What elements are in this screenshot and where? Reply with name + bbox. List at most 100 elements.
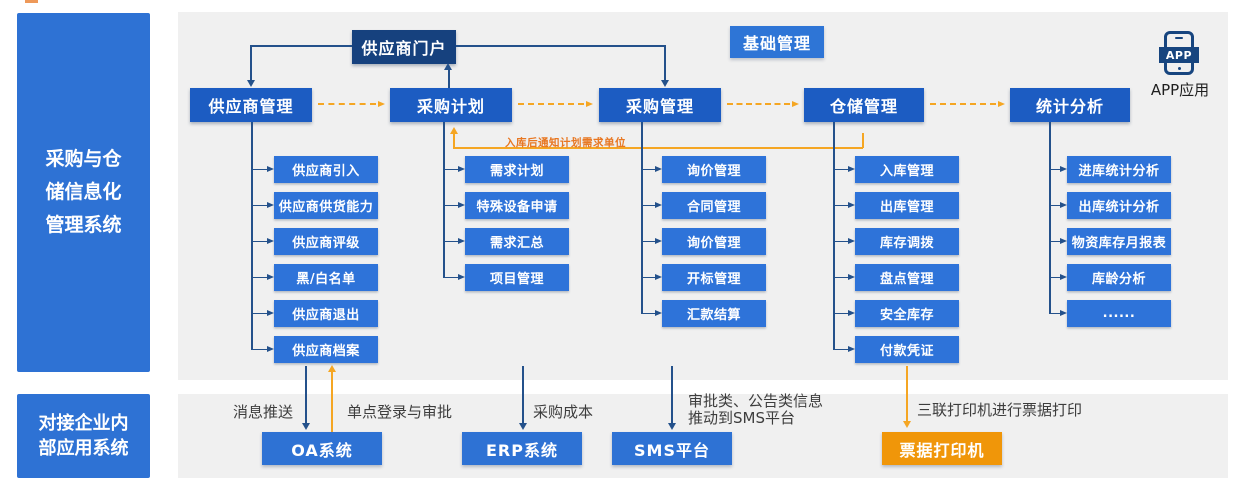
note-message-push: 消息推送 — [233, 403, 294, 421]
arrowhead-right — [655, 274, 662, 280]
branch-line — [1049, 204, 1061, 207]
top-edge-artifact — [25, 0, 38, 3]
arrowhead-right — [1060, 166, 1067, 172]
dashed-flow-line — [727, 103, 790, 105]
branch-line — [443, 168, 459, 171]
arrowhead-right — [655, 238, 662, 244]
column-spine-line — [833, 122, 835, 350]
connector-line — [671, 366, 673, 424]
branch-line — [443, 276, 459, 279]
branch-line — [641, 168, 656, 171]
sub-item-box: 供应商档案 — [274, 336, 378, 363]
arrowhead-right — [1060, 202, 1067, 208]
arrowhead-right — [848, 238, 855, 244]
feedback-line — [453, 147, 863, 149]
note-receipt-print: 三联打印机进行票据打印 — [917, 401, 1083, 419]
branch-line — [443, 204, 459, 207]
sub-item-box: 合同管理 — [662, 192, 766, 219]
sidebar-integration-title: 对接企业内 部应用系统 — [17, 394, 150, 478]
module-purchase-plan: 采购计划 — [390, 88, 512, 122]
arrowhead-right — [848, 166, 855, 172]
column-spine-line — [641, 122, 643, 314]
connector-line — [522, 366, 524, 424]
erp-system-box: ERP系统 — [462, 432, 582, 465]
sms-platform-box: SMS平台 — [612, 432, 732, 465]
phone-notch-icon — [1175, 37, 1183, 39]
note-sso-approval: 单点登录与审批 — [347, 403, 453, 421]
sub-item-box: 出库统计分析 — [1067, 192, 1171, 219]
connector-line — [250, 45, 252, 81]
branch-line — [833, 348, 849, 351]
branch-line — [833, 168, 849, 171]
column-spine-line — [443, 122, 445, 278]
sub-item-box: 供应商评级 — [274, 228, 378, 255]
arrowhead-right — [848, 274, 855, 280]
oa-system-box: OA系统 — [262, 432, 382, 465]
arrowhead-right — [655, 202, 662, 208]
note-sms-push: 审批类、公告类信息 推动到SMS平台 — [688, 392, 824, 427]
branch-line — [1049, 276, 1061, 279]
module-statistics-analysis: 统计分析 — [1010, 88, 1130, 122]
sub-item-box: 需求汇总 — [465, 228, 569, 255]
branch-line — [833, 276, 849, 279]
connector-line — [331, 372, 333, 432]
branch-line — [1049, 168, 1061, 171]
arrowhead-down — [302, 423, 310, 430]
branch-line — [833, 204, 849, 207]
sub-item-box: 安全库存 — [855, 300, 959, 327]
arrowhead-right — [267, 238, 274, 244]
sub-item-box: 盘点管理 — [855, 264, 959, 291]
feedback-note: 入库后通知计划需求单位 — [505, 137, 626, 149]
sub-item-box: 库存调拨 — [855, 228, 959, 255]
connector-line — [251, 45, 352, 47]
module-supplier-management: 供应商管理 — [190, 88, 312, 122]
arrowhead-down — [247, 80, 255, 87]
sub-item-box: 出库管理 — [855, 192, 959, 219]
sub-item-box: 询价管理 — [662, 156, 766, 183]
branch-line — [641, 204, 656, 207]
arrowhead-down — [668, 423, 676, 430]
arrowhead-right — [655, 166, 662, 172]
connector-line — [456, 45, 665, 47]
arrowhead-right — [848, 202, 855, 208]
arrowhead-right — [1060, 274, 1067, 280]
arrowhead-right — [792, 100, 799, 107]
app-badge: APP — [1159, 47, 1199, 63]
arrowhead-right — [378, 100, 385, 107]
branch-line — [641, 240, 656, 243]
phone-home-dot-icon — [1177, 66, 1181, 70]
branch-line — [641, 312, 656, 315]
arrowhead-right — [267, 202, 274, 208]
connector-line — [448, 70, 450, 88]
arrowhead-up — [328, 365, 336, 372]
connector-line — [305, 366, 307, 424]
sub-item-box: 询价管理 — [662, 228, 766, 255]
sub-item-box: 供应商退出 — [274, 300, 378, 327]
arrowhead-right — [1060, 310, 1067, 316]
arrowhead-right — [848, 346, 855, 352]
branch-line — [251, 204, 268, 207]
note-purchase-cost: 采购成本 — [533, 403, 594, 421]
sub-item-box: 汇款结算 — [662, 300, 766, 327]
arrowhead-down — [903, 421, 911, 428]
branch-line — [251, 312, 268, 315]
branch-line — [1049, 312, 1061, 315]
branch-line — [251, 276, 268, 279]
branch-line — [641, 276, 656, 279]
arrowhead-right — [458, 238, 465, 244]
branch-line — [1049, 240, 1061, 243]
branch-line — [443, 240, 459, 243]
sub-item-box: 库龄分析 — [1067, 264, 1171, 291]
sub-item-box: 需求计划 — [465, 156, 569, 183]
sub-item-box: 供应商供货能力 — [274, 192, 378, 219]
column-spine-line — [1049, 122, 1051, 314]
base-management-box: 基础管理 — [730, 26, 824, 58]
arrowhead-right — [1060, 238, 1067, 244]
sub-item-box: ...... — [1067, 300, 1171, 327]
connector-line — [906, 366, 908, 422]
arrowhead-right — [267, 346, 274, 352]
dashed-flow-line — [318, 103, 376, 105]
dashed-flow-line — [930, 103, 996, 105]
branch-line — [251, 348, 268, 351]
